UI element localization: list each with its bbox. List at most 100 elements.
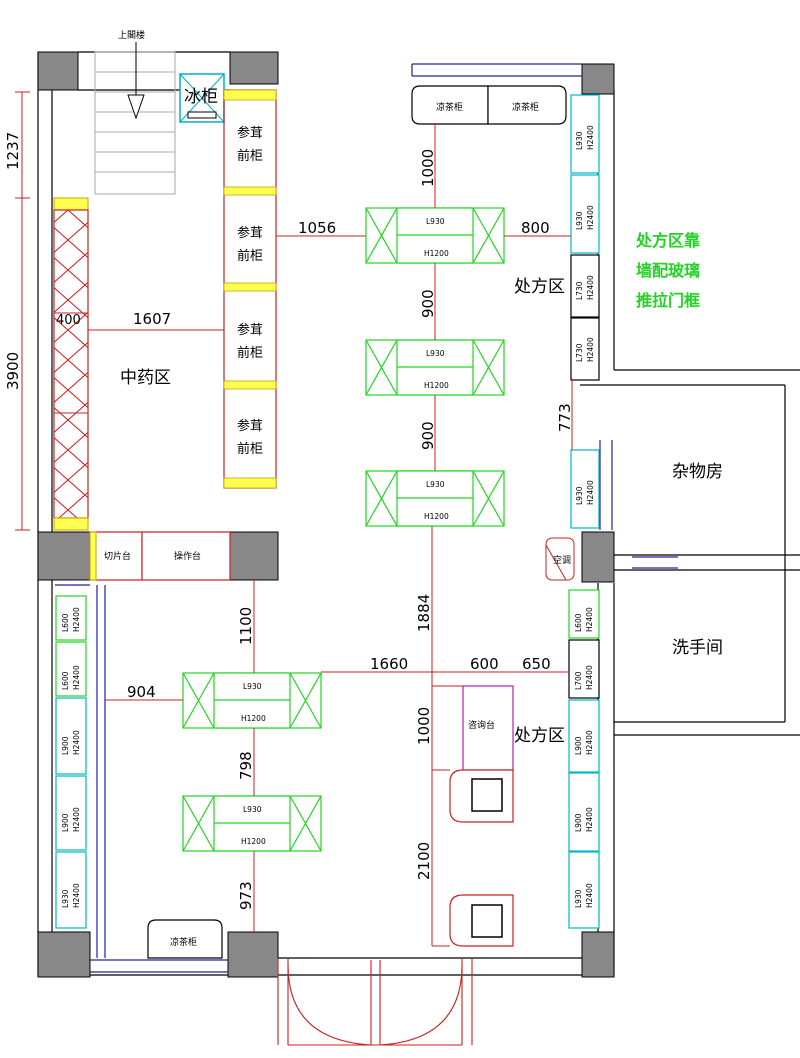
- svg-text:H1200: H1200: [424, 381, 449, 390]
- dimension-labels: 1237 3900 400 1607 1056 800 1000 900 900…: [4, 132, 574, 910]
- svg-text:H2400: H2400: [72, 730, 81, 755]
- ice-cabinet: 冰柜: [179, 73, 225, 123]
- stairs-arrow-icon: [127, 42, 145, 120]
- svg-text:H1200: H1200: [241, 837, 266, 846]
- svg-text:2100: 2100: [415, 842, 433, 880]
- columns: [37, 51, 615, 978]
- svg-text:L900: L900: [61, 736, 70, 755]
- slicing-table-label: 切片台: [104, 550, 131, 562]
- svg-text:L930: L930: [243, 805, 262, 814]
- svg-text:L600: L600: [61, 671, 70, 690]
- island-shelf: [365, 470, 505, 527]
- svg-text:L930: L930: [575, 486, 584, 505]
- consult-desk: 咨询台: [449, 685, 514, 947]
- ice-cabinet-label: 冰柜: [184, 87, 218, 107]
- svg-text:前柜: 前柜: [237, 148, 263, 164]
- svg-text:H2400: H2400: [585, 883, 594, 908]
- svg-text:前柜: 前柜: [237, 248, 263, 264]
- svg-text:L600: L600: [574, 613, 583, 632]
- svg-text:L930: L930: [575, 131, 584, 150]
- svg-text:参茸: 参茸: [237, 225, 263, 241]
- entrance-doors: [277, 958, 473, 1046]
- svg-text:L930: L930: [426, 217, 445, 226]
- operation-table-label: 操作台: [174, 550, 201, 562]
- svg-text:H2400: H2400: [585, 607, 594, 632]
- ginseng-cabinets: [223, 89, 277, 489]
- zone-tcm-label: 中药区: [120, 368, 171, 388]
- dimension-lines: [15, 91, 573, 947]
- svg-text:参茸: 参茸: [237, 418, 263, 434]
- svg-text:L930: L930: [426, 480, 445, 489]
- zone-prescription-label-bottom: 处方区: [514, 726, 565, 746]
- svg-text:1000: 1000: [419, 149, 437, 187]
- svg-text:600: 600: [470, 655, 499, 673]
- svg-text:H2400: H2400: [586, 205, 595, 230]
- svg-text:H2400: H2400: [586, 480, 595, 505]
- island-shelf: [365, 207, 505, 264]
- svg-text:L930: L930: [575, 211, 584, 230]
- ac-unit: 空调: [545, 537, 575, 581]
- svg-text:H2400: H2400: [586, 337, 595, 362]
- svg-text:H2400: H2400: [586, 125, 595, 150]
- svg-text:973: 973: [237, 881, 255, 910]
- svg-text:1000: 1000: [415, 707, 433, 745]
- svg-text:798: 798: [237, 751, 255, 780]
- island-shelves: [182, 207, 505, 852]
- room-storage-label: 杂物房: [672, 462, 723, 482]
- svg-text:L930: L930: [61, 889, 70, 908]
- svg-text:H1200: H1200: [241, 714, 266, 723]
- svg-text:H2400: H2400: [585, 730, 594, 755]
- svg-text:空调: 空调: [553, 554, 571, 566]
- tea-cabinet-label-2: 凉茶柜: [512, 101, 539, 113]
- svg-text:L930: L930: [574, 889, 583, 908]
- svg-text:1607: 1607: [133, 310, 171, 328]
- svg-text:400: 400: [56, 313, 81, 328]
- staircase: [94, 51, 176, 195]
- svg-text:800: 800: [521, 219, 550, 237]
- svg-text:H2400: H2400: [72, 607, 81, 632]
- svg-text:773: 773: [556, 403, 574, 432]
- svg-text:L930: L930: [426, 349, 445, 358]
- ginseng-cabinet-labels: 参茸 前柜 参茸 前柜 参茸 前柜 参茸 前柜: [237, 125, 263, 457]
- svg-text:L900: L900: [574, 813, 583, 832]
- wall-cabinets-left: [55, 595, 87, 929]
- svg-text:1884: 1884: [415, 594, 433, 632]
- svg-text:650: 650: [522, 655, 551, 673]
- svg-text:L900: L900: [61, 813, 70, 832]
- svg-text:H2400: H2400: [72, 665, 81, 690]
- wall-cabinet-labels: L930 H2400 L930 H2400 L730 H2400 L730 H2…: [61, 125, 595, 908]
- svg-text:参茸: 参茸: [237, 125, 263, 141]
- glass-door-note: 处方区靠 墙配玻璃 推拉门框: [635, 231, 700, 310]
- svg-text:L930: L930: [243, 682, 262, 691]
- svg-text:墙配玻璃: 墙配玻璃: [636, 261, 700, 280]
- svg-text:H2400: H2400: [72, 883, 81, 908]
- svg-text:900: 900: [419, 289, 437, 318]
- svg-text:前柜: 前柜: [237, 345, 263, 361]
- wall-cabinets-right: [568, 94, 600, 929]
- room-washroom-label: 洗手间: [672, 638, 723, 658]
- svg-text:900: 900: [419, 421, 437, 450]
- tea-cabinet-bottom: [147, 919, 223, 959]
- svg-text:1237: 1237: [4, 132, 22, 170]
- work-tables: [89, 531, 231, 581]
- svg-text:1660: 1660: [370, 655, 408, 673]
- glass-frames: [55, 63, 678, 973]
- tcm-drawer-cabinet: [53, 197, 89, 531]
- svg-text:H2400: H2400: [585, 665, 594, 690]
- svg-text:1100: 1100: [237, 607, 255, 645]
- svg-text:3900: 3900: [4, 352, 22, 390]
- svg-text:L900: L900: [574, 736, 583, 755]
- svg-text:前柜: 前柜: [237, 441, 263, 457]
- svg-text:处方区靠: 处方区靠: [635, 231, 700, 250]
- stairs-label: 上閣楼: [118, 29, 145, 41]
- svg-text:L730: L730: [575, 281, 584, 300]
- svg-text:1056: 1056: [298, 219, 336, 237]
- svg-text:参茸: 参茸: [237, 322, 263, 338]
- svg-text:H2400: H2400: [586, 275, 595, 300]
- zone-prescription-label-top: 处方区: [514, 277, 565, 297]
- svg-text:H1200: H1200: [424, 512, 449, 521]
- island-shelf: [182, 672, 322, 729]
- svg-text:L700: L700: [574, 671, 583, 690]
